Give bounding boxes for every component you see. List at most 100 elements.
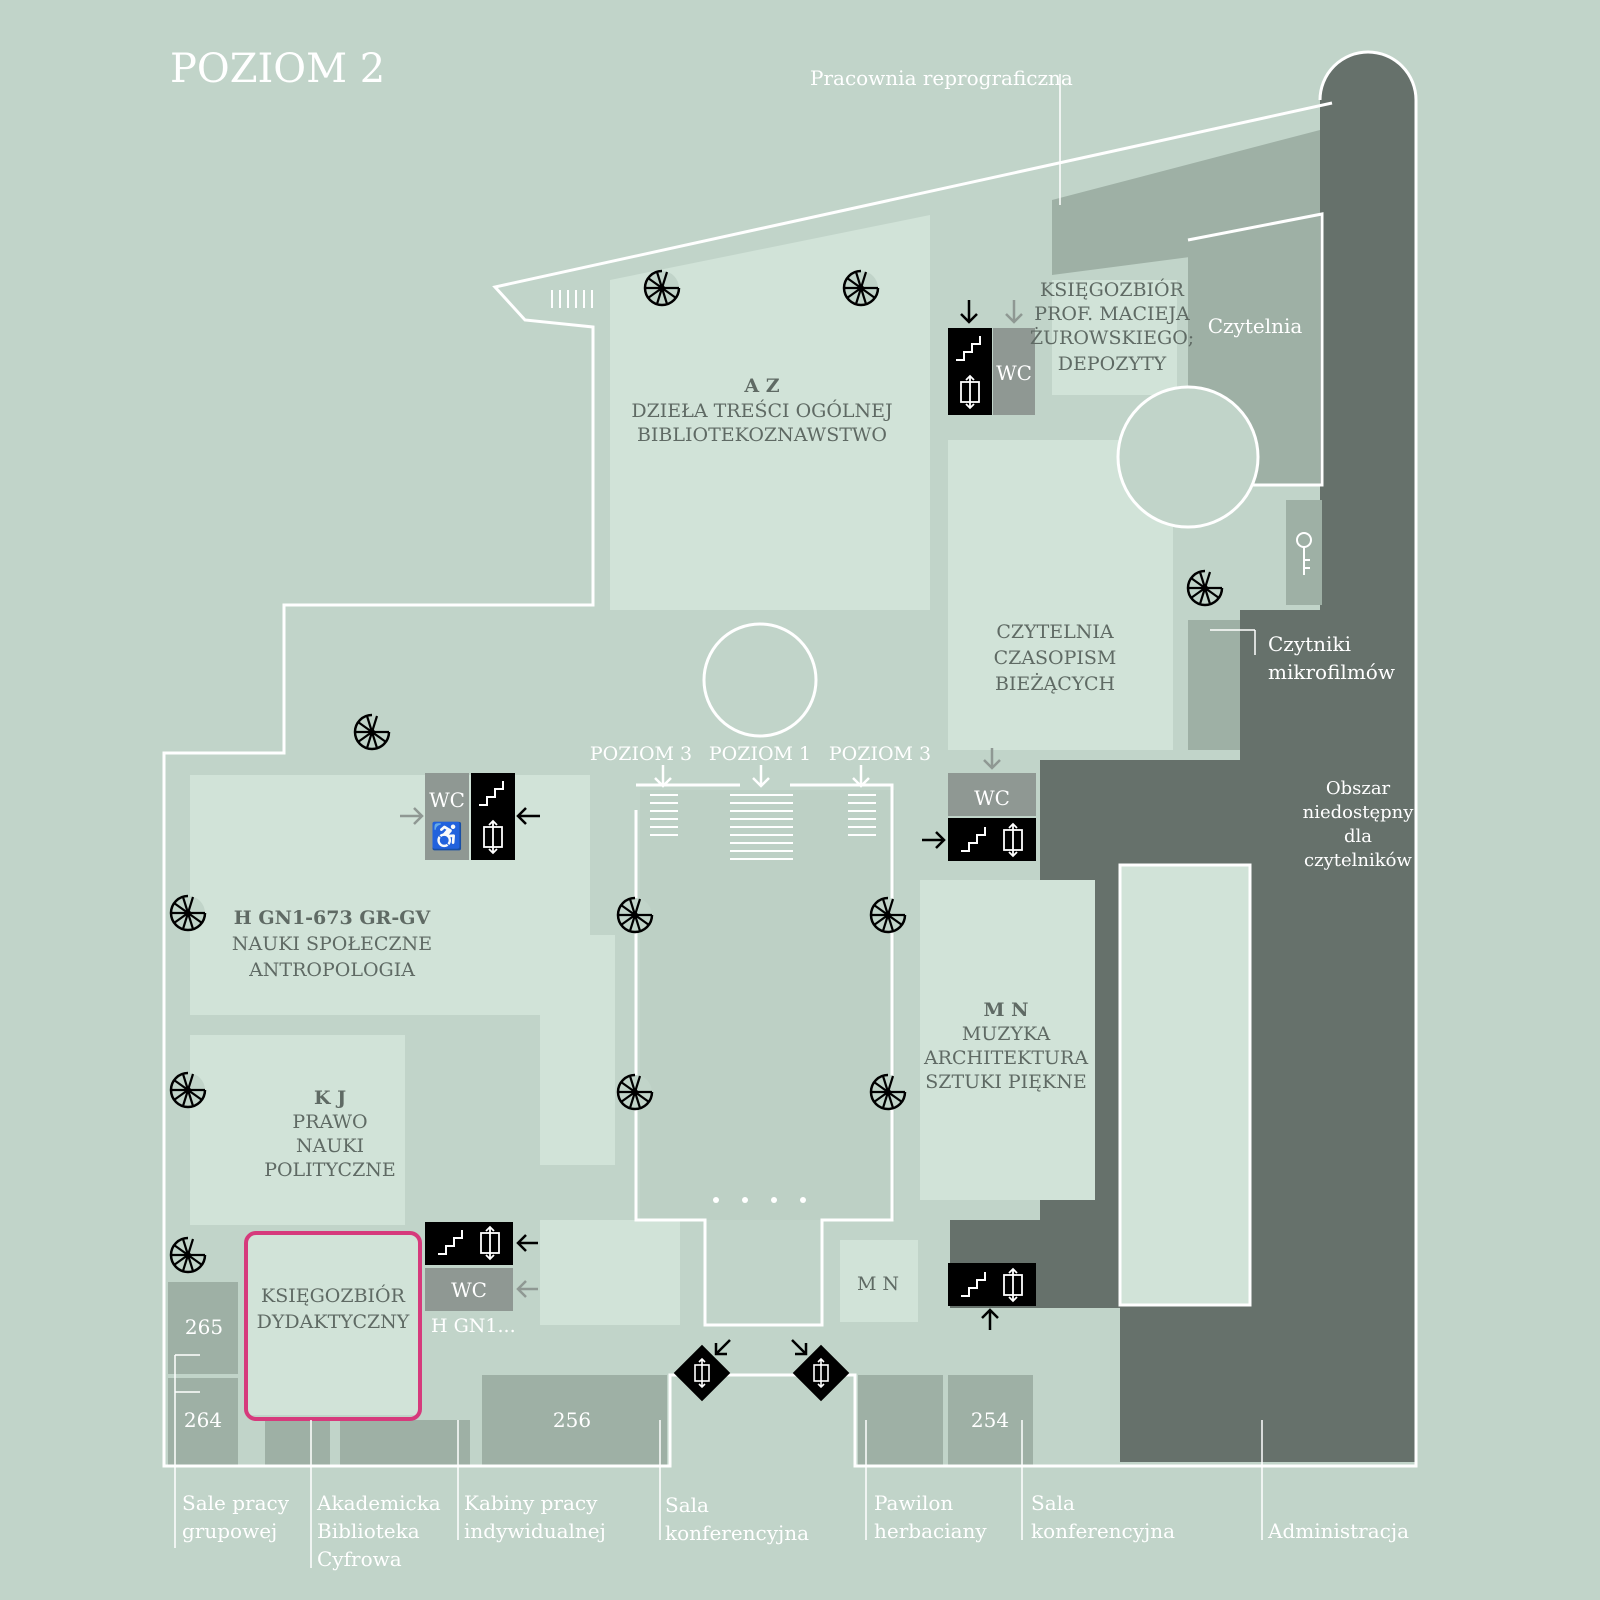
callout-sale: grupowej — [182, 1519, 277, 1543]
h-small-label: H GN1... — [431, 1315, 516, 1337]
zone-h-line: ANTROPOLOGIA — [248, 959, 415, 981]
czytelnia-label: Czytelnia — [1208, 314, 1303, 338]
stairs-label-left: POZIOM 3 — [590, 743, 692, 765]
arrow-icon — [922, 831, 946, 849]
callout-sala1: konferencyjna — [665, 1521, 809, 1545]
callout-pracownia: Pracownia reprograficzna — [810, 66, 1073, 90]
wc-label-right: WC — [974, 786, 1010, 810]
reprography-strip — [1052, 130, 1320, 275]
wc-icon — [425, 773, 469, 860]
zone-az-line: BIBLIOTEKOZNAWSTWO — [637, 424, 887, 446]
room-256 — [482, 1375, 667, 1466]
arrow-icon — [400, 807, 424, 825]
czytelnia-outline — [1187, 212, 1324, 487]
stairs-label-center: POZIOM 1 — [709, 743, 811, 765]
zone-az-line: DZIEŁA TREŚCI OGÓLNEJ — [631, 399, 892, 422]
zone-kj — [190, 1035, 405, 1225]
room-254 — [948, 1375, 1033, 1466]
zone-h-code: H GN1-673 GR-GV — [234, 907, 432, 929]
callout-kabiny: indywidualnej — [464, 1519, 606, 1543]
arrow-icon — [516, 1234, 538, 1252]
zone-mn — [920, 880, 1095, 1200]
zone-mn-line: ARCHITEKTURA — [923, 1047, 1088, 1069]
room-254-label: 254 — [971, 1408, 1009, 1432]
callout-pawilon: herbaciany — [874, 1519, 987, 1543]
room-264-label: 264 — [184, 1408, 222, 1432]
zone-az — [610, 215, 930, 610]
room-265 — [168, 1282, 238, 1374]
zone-az-code: A Z — [743, 375, 779, 397]
zone-dydaktyczny — [248, 1235, 418, 1415]
callout-sala2: Sala — [1031, 1491, 1075, 1515]
zurowski-line: ŻUROWSKIEGO; — [1030, 326, 1194, 349]
wc-label-top: WC — [996, 361, 1032, 385]
callout-administracja: Administracja — [1267, 1519, 1409, 1543]
callout-sale: Sale pracy — [182, 1491, 290, 1515]
room-abc-2 — [340, 1420, 470, 1466]
stairs-label-right: POZIOM 3 — [829, 743, 931, 765]
zurowski-line: PROF. MACIEJA — [1034, 303, 1190, 325]
atrium — [640, 790, 895, 1220]
wc-label-left: WC — [429, 788, 465, 812]
callout-akademicka: Cyfrowa — [317, 1547, 402, 1571]
zone-kj-line: NAUKI — [296, 1135, 364, 1157]
czasopisma-line: BIEŻĄCYCH — [995, 672, 1115, 695]
stairs-down-levels — [551, 290, 876, 860]
aisle-left — [540, 935, 615, 1165]
highlight-frame — [244, 1231, 422, 1421]
arrow-icon — [981, 1308, 999, 1330]
dydaktyczny-line: DYDAKTYCZNY — [257, 1311, 410, 1333]
admin-block — [1120, 865, 1250, 1305]
aisle-bottom — [540, 1220, 680, 1325]
restricted-line: niedostępny — [1303, 802, 1415, 823]
zone-mn-line: SZTUKI PIĘKNE — [925, 1071, 1087, 1093]
czasopisma-line: CZASOPISM — [994, 647, 1117, 669]
wc-icon — [948, 773, 1036, 816]
elevator-icon — [672, 1343, 851, 1403]
admin-outline — [1118, 863, 1252, 1307]
restricted-line: czytelników — [1304, 850, 1412, 871]
zurowski-line: KSIĘGOZBIÓR — [1040, 278, 1185, 301]
callout-sala1: Sala — [665, 1493, 709, 1517]
zone-h-line: NAUKI SPOŁECZNE — [232, 933, 432, 955]
room-abc-1 — [265, 1420, 330, 1466]
callout-akademicka: Biblioteka — [317, 1519, 420, 1543]
page-title: POZIOM 2 — [170, 46, 385, 92]
dydaktyczny-line: KSIĘGOZBIÓR — [261, 1284, 406, 1307]
arrow-icon — [516, 807, 540, 825]
dots — [713, 1197, 806, 1203]
callout-sala2: konferencyjna — [1031, 1519, 1175, 1543]
leader-lines — [174, 74, 1263, 1568]
arrow-icon — [654, 765, 870, 788]
wheelchair-icon: ♿ — [431, 821, 463, 852]
arrow-icon — [1005, 300, 1023, 324]
callout-akademicka: Akademicka — [316, 1491, 441, 1515]
callout-pawilon: Pawilon — [874, 1491, 953, 1515]
restricted-line: Obszar — [1326, 778, 1391, 799]
zurowski-line: DEPOZYTY — [1058, 353, 1167, 375]
atrium-circle-right — [1116, 385, 1260, 529]
zone-mn-small: M N — [857, 1273, 899, 1295]
zone-zurowski — [1052, 280, 1177, 395]
arrow-icon — [983, 748, 1001, 770]
zone-kj-line: POLITYCZNE — [264, 1159, 396, 1181]
zone-mn-line: MUZYKA — [962, 1023, 1051, 1045]
wc-icon — [993, 328, 1035, 415]
room-265-label: 265 — [185, 1315, 223, 1339]
zone-mn-small — [840, 1240, 918, 1322]
arrow-icon — [714, 1339, 731, 1356]
outer-wall — [162, 50, 1418, 1468]
callout-czytniki: mikrofilmów — [1268, 660, 1395, 684]
callout-kabiny: Kabiny pracy — [464, 1491, 598, 1515]
callout-czytniki: Czytniki — [1268, 632, 1351, 656]
arrow-icon — [791, 1339, 808, 1356]
zone-kj-code: K J — [314, 1087, 346, 1109]
zone-mn-code: M N — [983, 999, 1028, 1021]
key-icon — [1296, 532, 1312, 575]
arrow-icon — [516, 1280, 538, 1298]
restricted-line: dla — [1344, 826, 1372, 847]
room-pawilon — [858, 1375, 943, 1466]
arrow-icon — [960, 300, 978, 324]
zone-kj-line: PRAWO — [292, 1111, 367, 1133]
